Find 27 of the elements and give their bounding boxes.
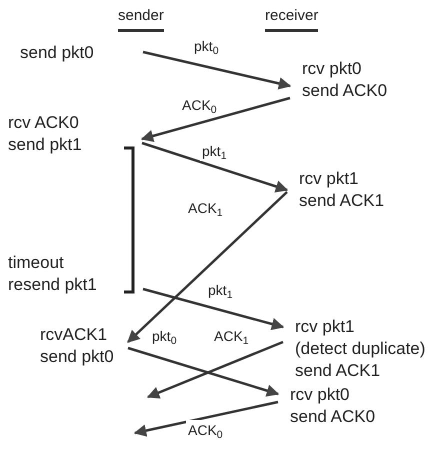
arrow xyxy=(142,142,288,192)
arrow xyxy=(142,288,284,330)
event-text: send ACK1 xyxy=(299,190,384,212)
arrow xyxy=(128,346,280,397)
event-text: send pkt1 xyxy=(8,134,82,156)
event-text: rcv pkt0 xyxy=(290,384,350,406)
arrow xyxy=(142,50,292,90)
column-heading: sender xyxy=(118,6,164,32)
column-heading: receiver xyxy=(265,6,318,32)
arrow xyxy=(146,340,284,399)
arrow xyxy=(134,400,278,437)
event-text: rcv pkt1 xyxy=(295,316,355,338)
event-text: rcv pkt0 xyxy=(302,58,362,80)
arrow xyxy=(127,191,288,343)
edge-label: ACK$_{0}$ xyxy=(186,420,225,440)
event-text: rcv ACK0 xyxy=(8,112,79,134)
event-text: send ACK0 xyxy=(302,80,388,102)
arrow xyxy=(140,96,290,142)
event-text: resend pkt1 xyxy=(8,274,97,296)
event-text: send pkt0 xyxy=(20,42,94,64)
event-text: (detect duplicate) xyxy=(295,338,426,360)
event-text: send ACK0 xyxy=(290,406,376,428)
event-text: timeout xyxy=(8,252,64,274)
event-text: send pkt0 xyxy=(40,346,114,368)
event-text: rcvACK1 xyxy=(40,324,108,346)
event-text: send ACK1 xyxy=(295,360,380,382)
event-text: rcv pkt1 xyxy=(299,168,359,190)
